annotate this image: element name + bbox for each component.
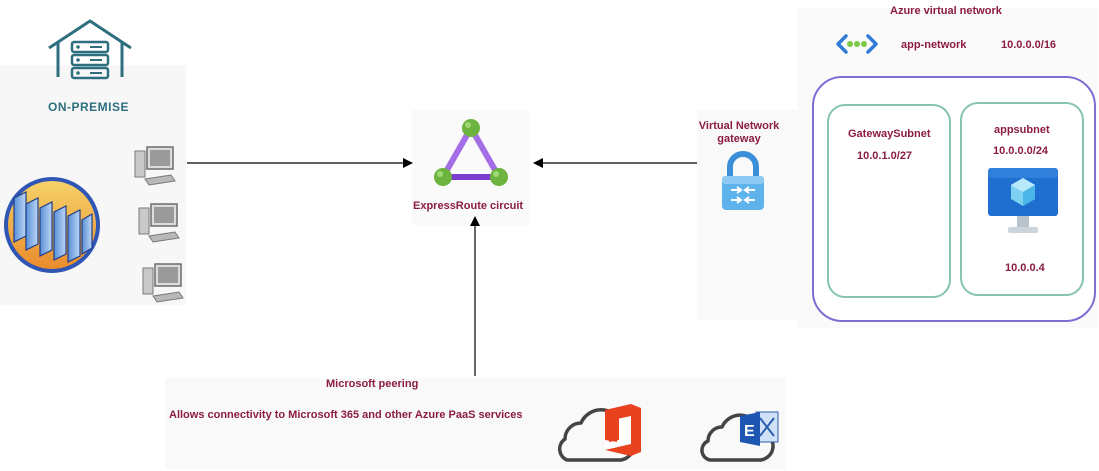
gateway-label-line1: Virtual Network [698, 120, 780, 132]
workstation-icon [137, 202, 181, 243]
gateway-subnet-name: GatewaySubnet [848, 128, 931, 140]
expressroute-label: ExpressRoute circuit [413, 200, 524, 212]
vpn-gateway-lock-icon [719, 151, 767, 212]
gateway-subnet-box [827, 104, 951, 298]
vnet-name: app-network [901, 39, 967, 51]
exchange-cloud-icon: E [698, 406, 782, 466]
onprem-label: ON-PREMISE [48, 100, 130, 114]
workstation-icon [141, 262, 185, 303]
datacenter-icon [2, 176, 102, 274]
office-cloud-icon [553, 400, 645, 466]
app-subnet-cidr: 10.0.0.0/24 [993, 145, 1049, 157]
gateway-subnet-cidr: 10.0.1.0/27 [857, 150, 913, 162]
vnet-title: Azure virtual network [890, 5, 1002, 17]
gateway-panel [697, 110, 812, 320]
workstation-icon [133, 145, 177, 186]
house-server-icon [45, 18, 135, 80]
svg-text:E: E [744, 423, 755, 440]
peering-title: Microsoft peering [326, 378, 419, 390]
app-subnet-name: appsubnet [994, 124, 1050, 136]
gateway-label: Virtual Network gateway [693, 120, 785, 146]
expressroute-icon [431, 118, 511, 190]
vm-ip: 10.0.0.4 [1005, 262, 1045, 274]
gateway-label-line2: gateway [717, 133, 761, 145]
peering-panel [165, 378, 785, 469]
vnet-address-space: 10.0.0.0/16 [1001, 39, 1057, 51]
peering-description: Allows connectivity to Microsoft 365 and… [169, 409, 523, 421]
virtual-network-icon [836, 32, 878, 56]
virtual-machine-icon [986, 166, 1060, 238]
